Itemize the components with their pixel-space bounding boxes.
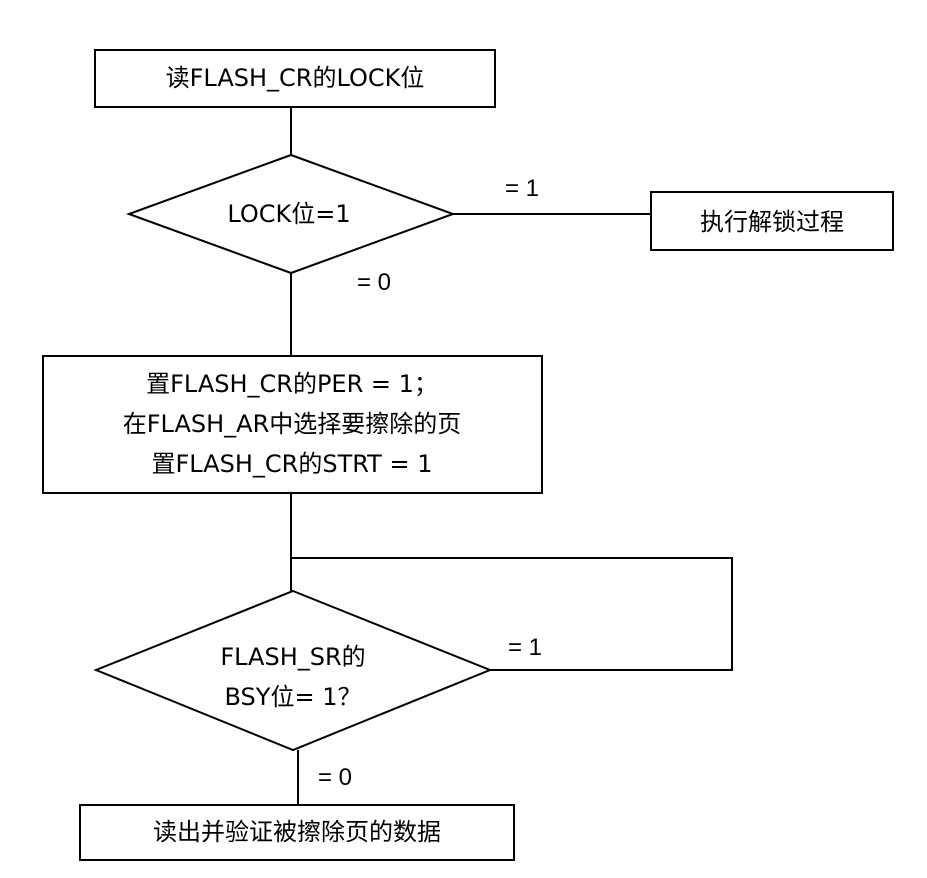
unlock-step: 执行解锁过程 [650,191,894,251]
bsy-check-line-1: FLASH_SR的 [220,643,365,671]
bsy-yes-label: = 1 [508,634,542,661]
lock-yes-label: = 1 [505,175,539,202]
set-per-box [42,355,543,494]
lock-check-decision: LOCK位=1 [126,153,456,275]
bsy-check-diamond [93,589,493,752]
bsy-check-decision: FLASH_SR的 BSY位= 1？ [93,589,493,752]
unlock-box [650,191,894,251]
set-per-line-3: 置FLASH_CR的STRT = 1 [152,450,433,478]
lock-check-label: LOCK位=1 [227,200,350,228]
set-per-line-1: 置FLASH_CR的PER = 1； [146,370,438,398]
lock-no-label: = 0 [357,269,391,296]
connectors [290,107,733,805]
edge-bsy-loop-back [291,557,733,671]
read-lock-label: 读FLASH_CR的LOCK位 [166,64,425,92]
lock-check-diamond [126,153,456,275]
bsy-no-label: = 0 [318,764,352,791]
read-lock-step: 读FLASH_CR的LOCK位 [94,49,496,108]
verify-label: 读出并验证被擦除页的数据 [153,818,441,846]
unlock-label: 执行解锁过程 [700,208,844,236]
bsy-check-line-2: BSY位= 1？ [225,683,362,711]
verify-step: 读出并验证被擦除页的数据 [79,804,515,861]
edge-labels: = 1 = 0 = 1 = 0 [318,175,542,791]
read-lock-box [94,49,496,108]
verify-box [79,804,515,861]
set-per-step: 置FLASH_CR的PER = 1； 在FLASH_AR中选择要擦除的页 置FL… [42,355,543,494]
set-per-line-2: 在FLASH_AR中选择要擦除的页 [123,410,462,438]
